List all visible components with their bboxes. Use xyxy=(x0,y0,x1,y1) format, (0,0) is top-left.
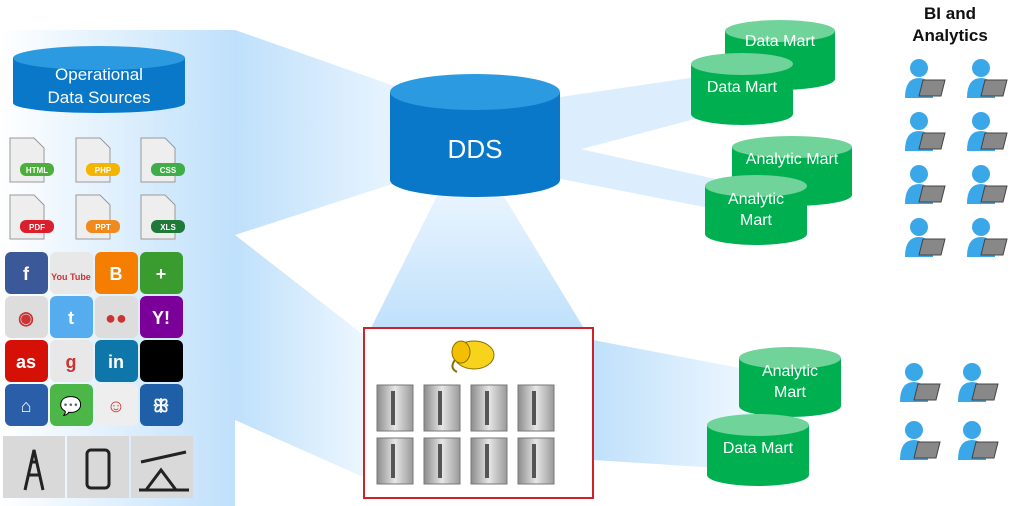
mart-label: Mart xyxy=(774,384,807,401)
beam-dds-datamart xyxy=(540,75,710,160)
server-icon xyxy=(470,384,508,432)
youtube-icon: You Tube xyxy=(50,252,93,294)
svg-text:●●: ●● xyxy=(105,308,127,328)
file-type-label: CSS xyxy=(160,166,177,175)
user-laptop-icon xyxy=(967,112,1008,151)
network-icon: ⌂ xyxy=(5,384,48,426)
google-plus-icon: + xyxy=(140,252,183,294)
bi-header-line2: Analytics xyxy=(912,26,988,45)
file-type-label: PPT xyxy=(95,223,111,232)
cell-tower-icon xyxy=(3,436,65,498)
server-icon xyxy=(376,437,414,485)
file-php-icon: PHP xyxy=(75,137,120,183)
svg-text:t: t xyxy=(68,308,74,328)
svg-text:☺: ☺ xyxy=(107,396,125,416)
chat-icon: 💬 xyxy=(50,384,93,426)
mart-label: Analytic xyxy=(728,191,784,208)
beam-sources-hadoop xyxy=(235,235,370,480)
blogger-icon: B xyxy=(95,252,138,294)
hadoop-elephant-icon xyxy=(451,340,495,373)
data-mart-db: Data Mart xyxy=(707,414,809,486)
file-xls-icon: XLS xyxy=(140,194,185,240)
beam-sources-dds xyxy=(235,30,420,235)
user-laptop-icon xyxy=(900,421,941,460)
svg-text:g: g xyxy=(66,352,77,372)
user-laptop-icon xyxy=(967,165,1008,204)
flickr-icon: ●● xyxy=(95,296,138,338)
file-type-label: XLS xyxy=(160,223,176,232)
svg-text:as: as xyxy=(16,352,36,372)
user-laptop-icon xyxy=(958,421,999,460)
server-icon xyxy=(517,384,555,432)
svg-text:You Tube: You Tube xyxy=(51,272,91,282)
svg-text:+: + xyxy=(156,264,167,284)
myspace-icon: ꕥ xyxy=(140,384,183,426)
user-laptop-icon xyxy=(900,363,941,402)
mart-label: Data Mart xyxy=(723,440,794,457)
smartphone-icon xyxy=(67,436,129,498)
user-laptop-icon xyxy=(958,363,999,402)
svg-text:Y!: Y! xyxy=(152,308,170,328)
svg-text:f: f xyxy=(23,264,30,284)
file-html-icon: HTML xyxy=(9,137,54,183)
google-icon: g xyxy=(50,340,93,382)
svg-text:◉: ◉ xyxy=(18,308,34,328)
beam-dds-analyticmart xyxy=(540,140,720,210)
svg-text:in: in xyxy=(108,352,124,372)
oil-pump-icon xyxy=(131,436,193,498)
operational-data-sources-db: Operational Data Sources xyxy=(13,46,185,113)
file-type-label: PDF xyxy=(29,223,45,232)
lastfm-icon: as xyxy=(5,340,48,382)
server-icon xyxy=(517,437,555,485)
reddit-icon: ☺ xyxy=(95,384,138,426)
svg-text:⌂: ⌂ xyxy=(21,396,32,416)
file-pdf-icon: PDF xyxy=(9,194,54,240)
data-mart-db: Data Mart xyxy=(691,53,793,125)
beam-dds-hadoop xyxy=(370,190,585,330)
mart-label: Analytic Mart xyxy=(746,151,839,168)
file-ppt-icon: PPT xyxy=(75,194,120,240)
mart-label: Data Mart xyxy=(745,33,816,50)
bi-header-line1: BI and xyxy=(924,4,976,23)
delicious-icon xyxy=(140,340,183,382)
user-laptop-icon xyxy=(905,59,946,98)
mart-label: Mart xyxy=(740,212,773,229)
file-css-icon: CSS xyxy=(140,137,185,183)
yahoo-icon: Y! xyxy=(140,296,183,338)
dds-db: DDS xyxy=(390,74,560,197)
user-laptop-icon xyxy=(967,218,1008,257)
dds-label: DDS xyxy=(448,134,503,164)
picasa-icon: ◉ xyxy=(5,296,48,338)
server-icon xyxy=(423,384,461,432)
linkedin-icon: in xyxy=(95,340,138,382)
file-type-label: PHP xyxy=(95,166,112,175)
svg-text:💬: 💬 xyxy=(60,395,82,416)
user-laptop-icon xyxy=(967,59,1008,98)
server-icon xyxy=(470,437,508,485)
server-icon xyxy=(376,384,414,432)
facebook-icon: f xyxy=(5,252,48,294)
sources-title-line1: Operational xyxy=(55,65,143,84)
mart-label: Analytic xyxy=(762,363,818,380)
sources-title-line2: Data Sources xyxy=(48,88,151,107)
server-icon xyxy=(423,437,461,485)
twitter-icon: t xyxy=(50,296,93,338)
user-laptop-icon xyxy=(905,165,946,204)
user-laptop-icon xyxy=(905,112,946,151)
file-type-label: HTML xyxy=(26,166,48,175)
svg-text:ꕥ: ꕥ xyxy=(153,396,170,416)
mart-label: Data Mart xyxy=(707,79,778,96)
svg-text:B: B xyxy=(110,264,123,284)
user-laptop-icon xyxy=(905,218,946,257)
